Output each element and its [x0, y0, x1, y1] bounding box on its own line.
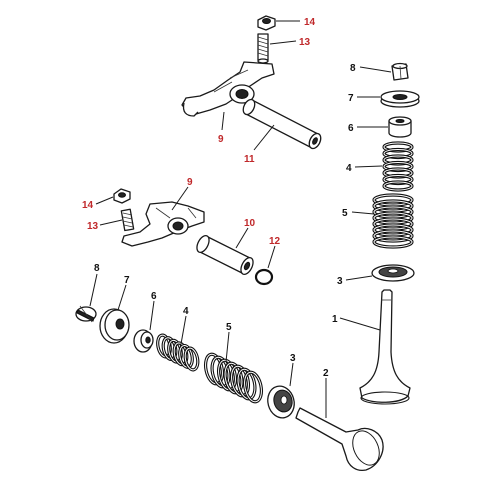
circlip-12 — [254, 268, 274, 286]
screw-13-lower — [120, 208, 135, 232]
rocker-shaft-10 — [196, 235, 254, 275]
callout-13-upper: 13 — [299, 37, 311, 48]
seal-6-right — [388, 116, 412, 138]
nut-14-lower — [113, 188, 131, 204]
spring-coil-highlight — [373, 212, 413, 224]
inner-spring-4-left — [156, 333, 200, 372]
spring-coil-highlight — [373, 236, 413, 248]
callout-3-right: 3 — [337, 276, 343, 287]
callout-4-right: 4 — [346, 163, 352, 174]
callout-8-right: 8 — [350, 63, 356, 74]
spring-coil-highlight — [373, 230, 413, 242]
collet-8-left — [75, 305, 97, 323]
retainer-7-right — [380, 90, 420, 108]
valve-2 — [295, 407, 384, 472]
callout-13-lower: 13 — [87, 221, 99, 232]
callout-6-right: 6 — [348, 123, 354, 134]
callout-5-right: 5 — [342, 208, 348, 219]
spring-coil-highlight — [373, 194, 413, 206]
callout-14-lower: 14 — [82, 200, 94, 211]
spring-coil-highlight — [373, 218, 413, 230]
callout-3-left: 3 — [290, 353, 296, 364]
nut-14-upper — [257, 15, 276, 31]
collet-8-right — [391, 62, 409, 81]
callout-10: 10 — [244, 218, 256, 229]
callout-14-upper: 14 — [304, 17, 316, 28]
callout-7-left: 7 — [124, 275, 130, 286]
valve-1 — [359, 289, 411, 405]
callout-1: 1 — [332, 314, 338, 325]
spring-coil-highlight — [373, 200, 413, 212]
spring-coil-highlight — [184, 347, 199, 371]
callout-7-right: 7 — [348, 93, 354, 104]
outer-spring-5-left — [203, 352, 264, 404]
callout-12: 12 — [269, 236, 281, 247]
spring-seat-3-left — [267, 385, 295, 419]
spring-coil-highlight — [373, 206, 413, 218]
spring-coil-highlight — [373, 224, 413, 236]
spring-seat-3-right — [371, 264, 415, 282]
callout-11: 11 — [244, 154, 255, 165]
callout-4-left: 4 — [183, 306, 189, 317]
callout-9-lower: 9 — [187, 177, 193, 188]
outer-spring-5-right — [372, 193, 414, 249]
callout-9-upper: 9 — [218, 134, 224, 145]
spring-coil-highlight — [383, 181, 413, 191]
retainer-7-left — [99, 308, 130, 344]
rocker-arm-9-lower — [121, 201, 205, 247]
callout-8-left: 8 — [94, 263, 100, 274]
spring-coil-highlight — [244, 371, 262, 403]
seal-6-left — [133, 329, 154, 353]
leader-lines — [89, 20, 392, 418]
callout-6-left: 6 — [151, 291, 157, 302]
rocker-shaft-11 — [242, 98, 322, 150]
callout-2: 2 — [323, 368, 329, 379]
rocker-arm-9-upper — [181, 61, 275, 117]
callout-5-left: 5 — [226, 322, 232, 333]
screw-13-upper — [257, 33, 269, 64]
inner-spring-4-right — [382, 141, 414, 192]
callout-labels: 14 13 9 11 14 13 9 10 12 8 7 6 4 5 3 1 8… — [82, 17, 356, 379]
